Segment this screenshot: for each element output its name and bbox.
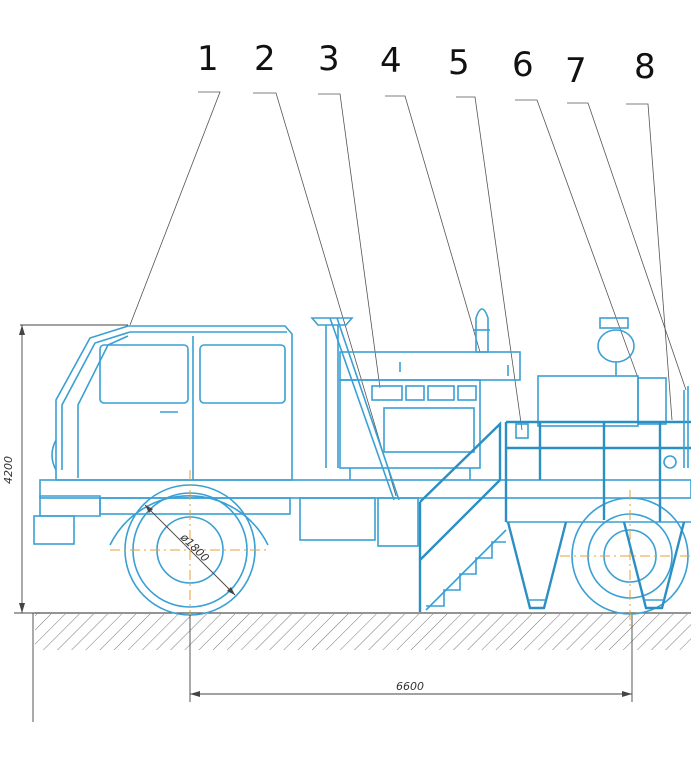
- leader-7: [567, 102, 687, 391]
- equipment-block: [339, 351, 521, 480]
- truck-cab: [33, 325, 293, 545]
- beacon: [474, 308, 490, 353]
- callout-2: 2: [254, 39, 276, 79]
- wheel-diameter-label: ø1800: [177, 530, 211, 564]
- callout-5: 5: [448, 43, 470, 83]
- cab-window-rear: [199, 344, 286, 404]
- callout-1: 1: [197, 39, 219, 79]
- length-dimension: [32, 613, 633, 722]
- leader-5: [456, 96, 523, 431]
- leader-lines: [129, 91, 687, 497]
- platform: [504, 317, 691, 523]
- height-dimension: [14, 324, 128, 614]
- callout-8: 8: [634, 47, 656, 87]
- rear-wheel: [560, 490, 691, 630]
- callout-3: 3: [318, 39, 340, 79]
- leader-1: [129, 91, 221, 326]
- leader-6: [515, 99, 639, 379]
- mast: [310, 317, 400, 501]
- height-label: 4200: [2, 456, 15, 484]
- leader-2: [253, 92, 397, 497]
- ground: [35, 612, 691, 650]
- callout-7: 7: [565, 51, 587, 91]
- length-label: 6600: [396, 680, 424, 693]
- front-wheel: [109, 470, 270, 630]
- leader-8: [626, 103, 673, 421]
- callout-4: 4: [380, 41, 402, 81]
- callout-6: 6: [512, 45, 534, 85]
- stairs: [418, 421, 507, 612]
- outriggers: [506, 521, 686, 610]
- cab-window-front: [99, 344, 189, 404]
- leader-3: [318, 93, 381, 389]
- leader-4: [385, 95, 481, 353]
- ground-hatch: [35, 614, 691, 650]
